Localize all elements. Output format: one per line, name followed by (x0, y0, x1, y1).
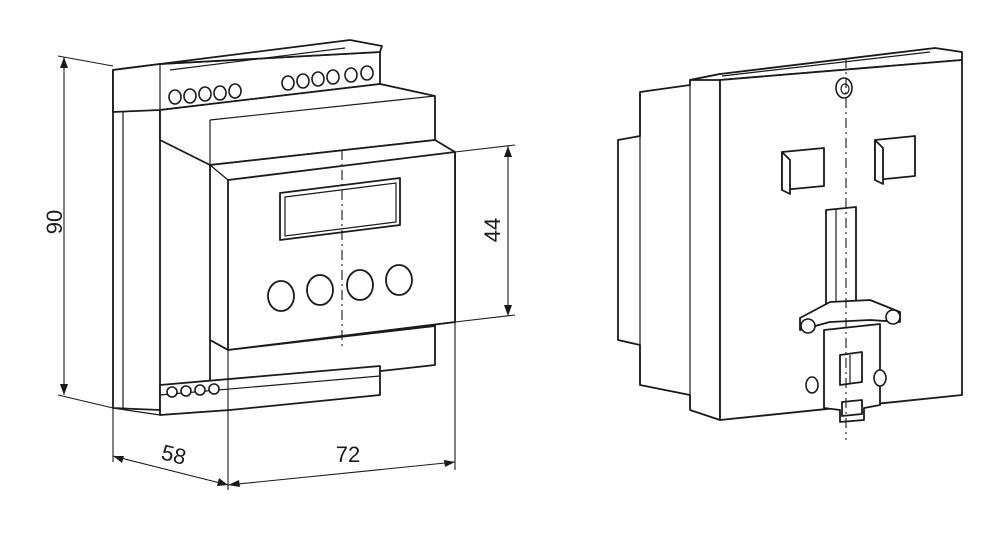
housing-side (112, 63, 161, 411)
mounting-hole-top (835, 77, 853, 99)
bottom-terminal-screws (166, 383, 220, 398)
front-view (112, 39, 456, 416)
button-4 (385, 264, 413, 296)
dim-label-44: 44 (480, 218, 505, 242)
din-rail-latch (799, 206, 901, 423)
rear-view (617, 47, 963, 440)
dim-label-90: 90 (42, 210, 67, 234)
rear-clips (781, 135, 916, 195)
rear-side-profile (617, 73, 721, 421)
button-1 (267, 280, 295, 312)
front-buttons (267, 264, 413, 312)
dim-label-72: 72 (336, 442, 360, 467)
bottom-terminal-block (159, 365, 381, 416)
button-3 (346, 269, 374, 301)
dim-label-58: 58 (159, 440, 189, 470)
button-2 (306, 274, 334, 306)
top-terminal-screws (168, 65, 374, 105)
display-window (279, 177, 401, 241)
dimension-lines (57, 55, 516, 490)
